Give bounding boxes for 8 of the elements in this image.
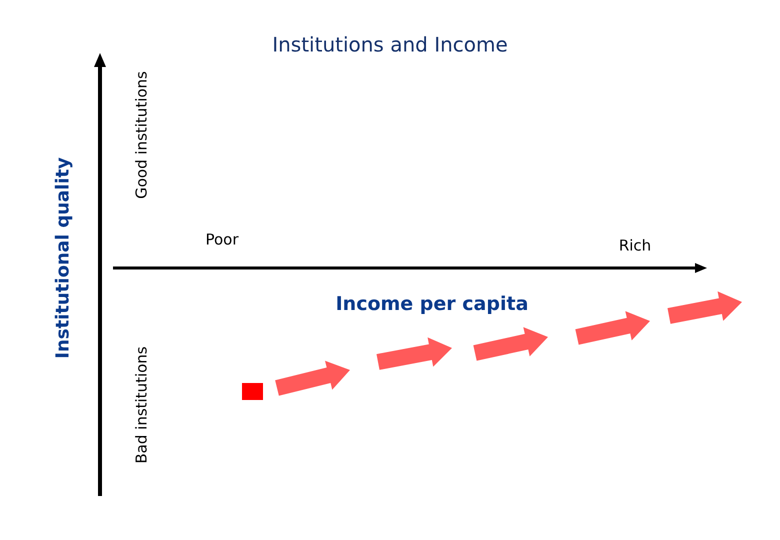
- axis-title: Income per capita: [336, 294, 528, 316]
- axis-title: Institutional quality: [54, 157, 74, 359]
- axis-end-label: Bad institutions: [133, 346, 151, 464]
- axis-end-label: Rich: [618, 237, 652, 255]
- axis-end-label: Poor: [205, 231, 239, 249]
- chart-title: Institutions and Income: [272, 34, 508, 56]
- square-marker: [242, 383, 263, 400]
- axis-end-label: Good institutions: [133, 71, 151, 199]
